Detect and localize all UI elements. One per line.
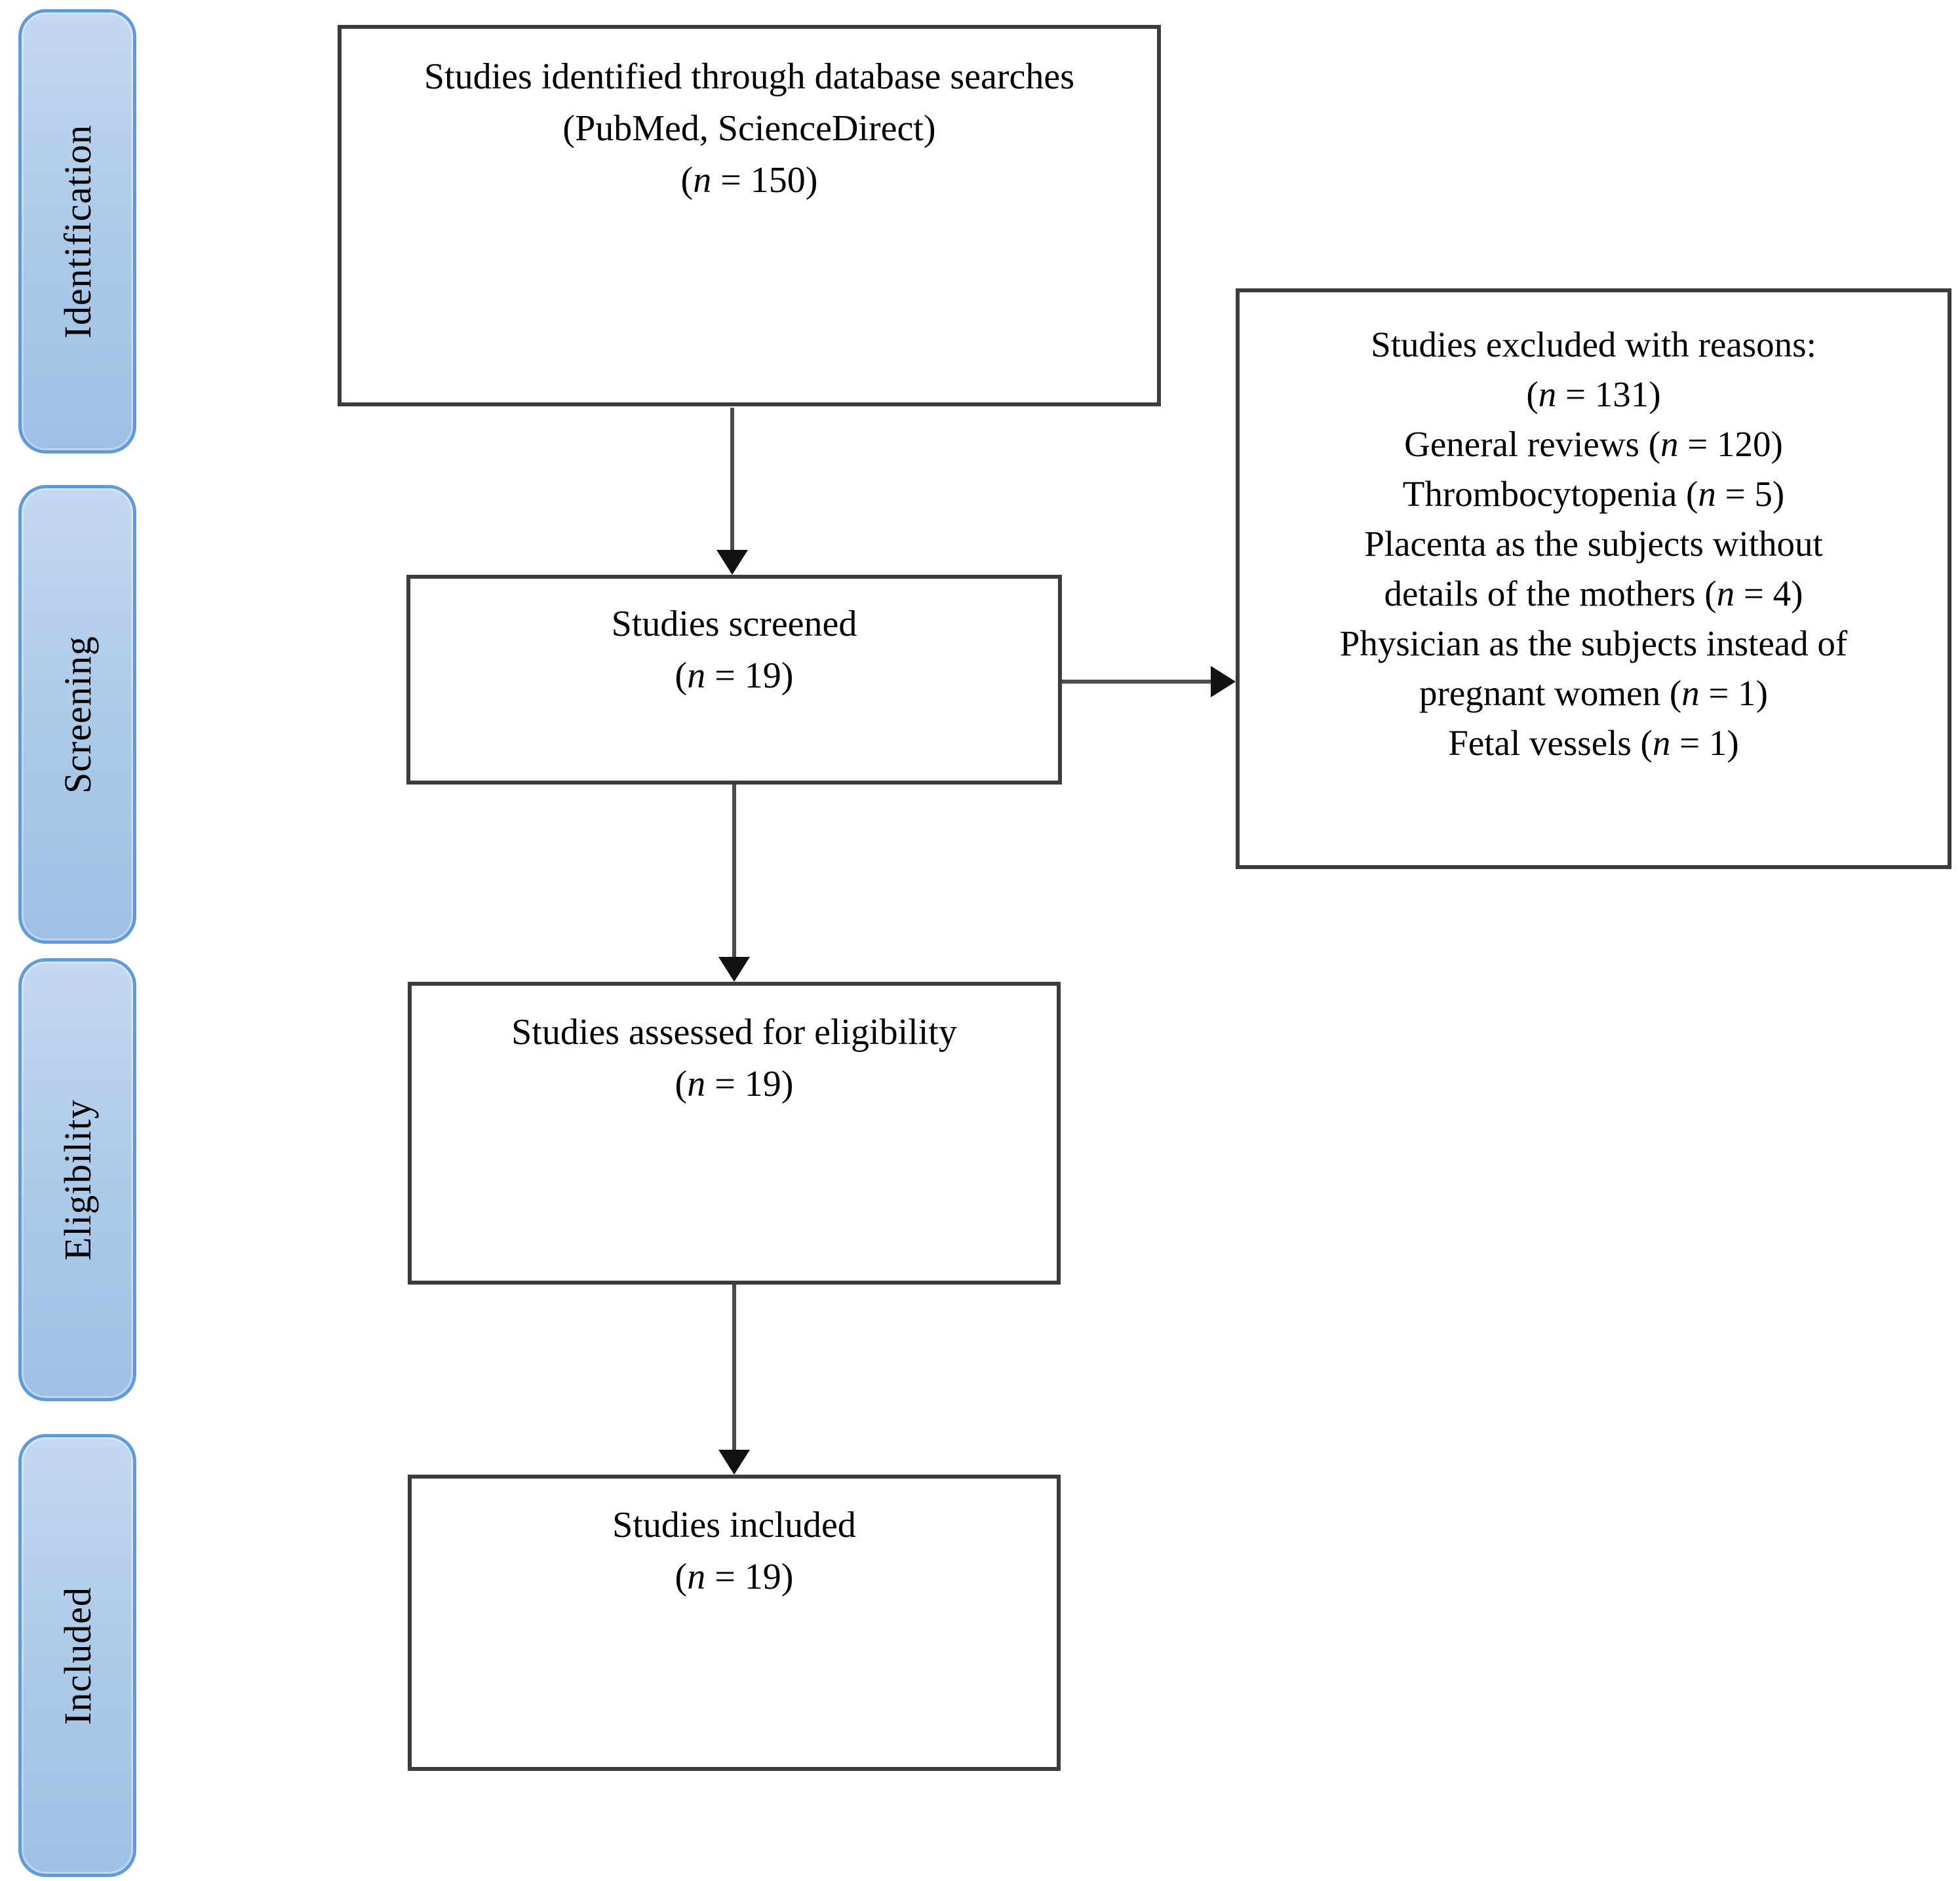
- text-line: Studies screened: [611, 604, 857, 644]
- arrow-line: [730, 408, 734, 552]
- text-line: details of the mothers (n = 4): [1384, 573, 1803, 613]
- box-studies-screened: Studies screened (n = 19): [406, 575, 1062, 785]
- stage-screening: Screening: [18, 485, 136, 944]
- arrow-line: [732, 785, 736, 958]
- arrow-head-down-icon: [716, 550, 748, 575]
- text-line: Studies excluded with reasons:: [1371, 324, 1816, 364]
- stage-screening-label: Screening: [56, 635, 99, 794]
- arrow-head-right-icon: [1211, 666, 1236, 697]
- text-line: General reviews (n = 120): [1404, 424, 1783, 464]
- arrow-head-down-icon: [718, 957, 750, 982]
- box-studies-identified: Studies identified through database sear…: [338, 25, 1161, 406]
- text-line: pregnant women (n = 1): [1419, 673, 1768, 713]
- text-line: Physician as the subjects instead of: [1339, 623, 1848, 663]
- text-line: Studies assessed for eligibility: [511, 1012, 957, 1053]
- text-line: (n = 19): [675, 1557, 794, 1597]
- stage-identification-label: Identification: [56, 124, 99, 339]
- text-line: (n = 19): [675, 1064, 794, 1104]
- box-studies-included: Studies included (n = 19): [408, 1475, 1061, 1771]
- text-line: Thrombocytopenia (n = 5): [1402, 474, 1785, 514]
- text-line: Studies identified through database sear…: [423, 56, 1075, 97]
- stage-included-label: Included: [56, 1586, 99, 1725]
- box-studies-assessed: Studies assessed for eligibility (n = 19…: [408, 982, 1061, 1285]
- stage-included: Included: [18, 1434, 136, 1877]
- stage-eligibility-label: Eligibility: [56, 1098, 99, 1261]
- stage-eligibility: Eligibility: [18, 958, 136, 1401]
- text-line: (n = 150): [680, 160, 818, 201]
- arrow-head-down-icon: [718, 1450, 750, 1475]
- box-studies-excluded: Studies excluded with reasons: (n = 131)…: [1236, 288, 1951, 869]
- text-line: (n = 19): [675, 655, 794, 696]
- arrow-line: [1062, 680, 1213, 684]
- text-line: (n = 131): [1526, 374, 1661, 414]
- text-line: Studies included: [612, 1505, 856, 1545]
- arrow-line: [732, 1285, 736, 1450]
- text-line: (PubMed, ScienceDirect): [562, 108, 936, 149]
- text-line: Placenta as the subjects without: [1364, 524, 1823, 564]
- text-line: Fetal vessels (n = 1): [1448, 723, 1739, 763]
- stage-identification: Identification: [18, 9, 136, 454]
